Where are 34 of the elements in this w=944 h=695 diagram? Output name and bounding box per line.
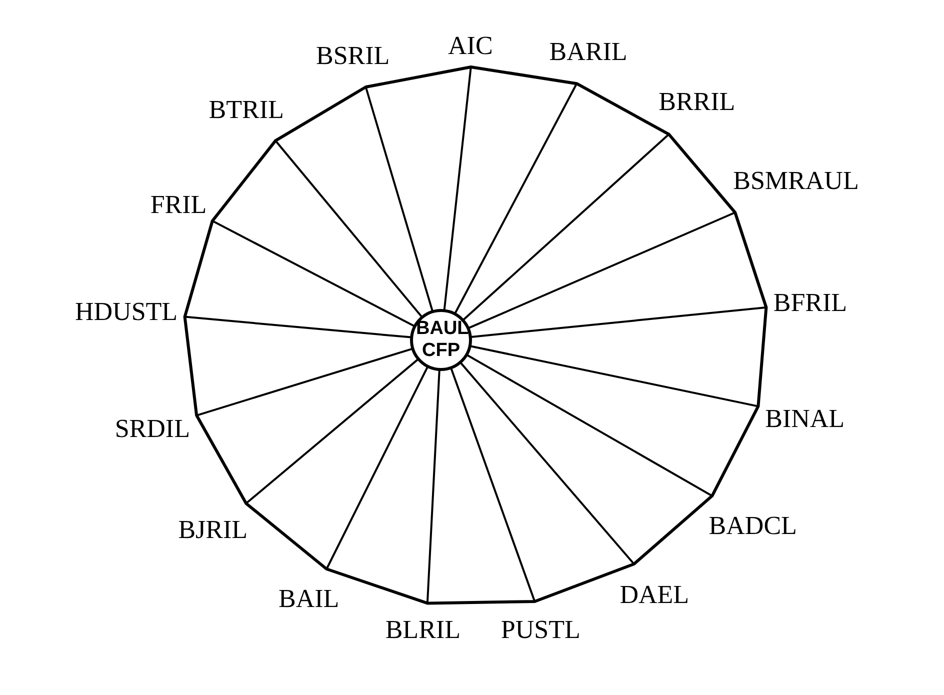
spoke-line [470,345,758,408]
spoke-line [245,358,419,504]
spoke-line [470,306,766,338]
spoke-line [460,362,635,565]
spoke-line [426,370,440,604]
vertex-label: BTRIL [208,94,284,141]
spoke-line [326,366,428,570]
spoke-line [466,354,713,497]
vertex-label: BADCL [708,496,797,541]
spoke-line [468,212,736,330]
spoke-line [462,134,670,321]
vertex-label: PUSTL [500,601,580,645]
spoke-line [443,66,472,310]
spoke-line [196,348,413,416]
vertex-label: BSRIL [316,40,390,87]
spoke-line [184,316,412,338]
spoke-line [274,140,423,318]
vertex-label: AIC [448,30,493,68]
spoke-line [450,368,536,602]
vertex-label: HDUSTL [75,297,184,328]
vertex-label: BAIL [278,569,340,614]
vertex-label: BARIL [549,37,628,84]
vertex-label: BSMRAUL [733,166,859,212]
vertex-label: FRIL [150,190,213,221]
spoke-line [364,86,434,312]
spoke-line [212,220,415,327]
spoke-line [454,83,578,314]
vertex-label: SRDIL [114,414,197,444]
vertex-label: BRRIL [658,87,736,134]
vertex-label: BJRIL [178,503,248,545]
vertex-label: DAEL [620,564,690,610]
vertex-label: BINAL [758,404,845,434]
vertex-label: BFRIL [766,288,848,318]
vertex-label: BLRIL [385,603,460,645]
